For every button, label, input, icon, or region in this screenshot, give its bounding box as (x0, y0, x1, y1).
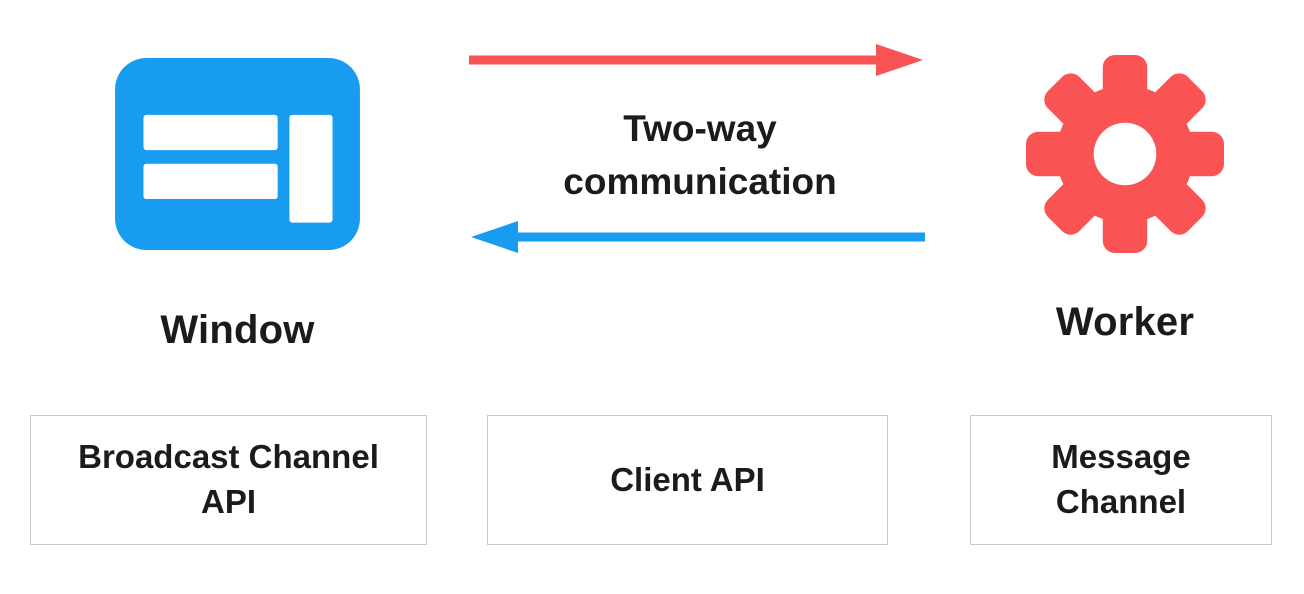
left-arrow (469, 219, 925, 260)
client-api-label: Client API (610, 460, 765, 498)
browser-window-icon-topbar (143, 114, 278, 151)
right-arrow (469, 42, 925, 83)
broadcast-channel-api-label: Broadcast Channel API (78, 438, 379, 520)
gear-icon-body (1026, 55, 1224, 253)
gear-icon-hole (1093, 122, 1157, 186)
worker-label: Worker (1055, 300, 1195, 344)
right-arrow-head (876, 44, 923, 76)
message-channel-label: Message Channel (1051, 438, 1191, 520)
left-arrow-head (471, 221, 518, 253)
client-api-box: Client API (487, 415, 888, 545)
browser-window-icon (115, 58, 360, 250)
browser-window-icon-midbar (143, 163, 278, 200)
gear-icon (1022, 53, 1228, 255)
window-label: Window (160, 308, 315, 352)
communication-label: Two-way communication (563, 108, 837, 202)
broadcast-channel-api-box: Broadcast Channel API (30, 415, 427, 545)
message-channel-box: Message Channel (970, 415, 1272, 545)
browser-window-icon-sidebar (289, 114, 333, 223)
